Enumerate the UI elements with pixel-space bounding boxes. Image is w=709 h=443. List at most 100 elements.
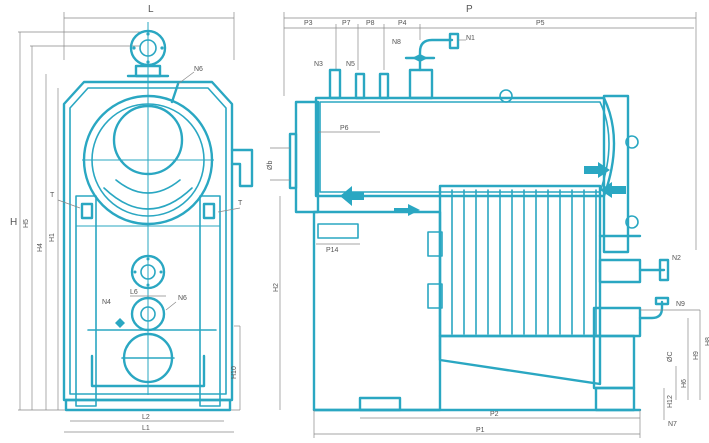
bolt-hole [146, 257, 150, 261]
p14-ledge [317, 223, 359, 239]
left-side-column [75, 195, 97, 407]
label-n8: N8 [392, 39, 401, 46]
lifting-lug [499, 89, 513, 103]
shell-inner-arc [103, 187, 193, 210]
label-n7: N7 [668, 421, 677, 428]
leader-n6 [177, 71, 195, 85]
label-h4: H4 [37, 243, 44, 252]
flow-arrow-mid [394, 204, 420, 216]
label-p1: P1 [476, 427, 485, 434]
label-n6-top: N6 [194, 66, 203, 73]
lower-body [312, 210, 442, 412]
bolt-hole [132, 46, 136, 50]
label-p14: P14 [326, 247, 339, 254]
shell-side-inner [319, 101, 610, 193]
shell-inner-arc-2 [115, 179, 181, 194]
label-l1: L1 [142, 425, 150, 432]
valve-seat [408, 68, 434, 100]
side-port [427, 231, 443, 257]
label-p5: P5 [536, 20, 545, 27]
flow-arrow-lower [600, 182, 626, 198]
bolt-hole [133, 270, 137, 274]
leader-n6-mid [165, 301, 177, 311]
hopper [438, 334, 602, 386]
flow-arrow-right [584, 162, 610, 178]
label-h1: H1 [49, 233, 56, 242]
nozzle-n5a [354, 72, 366, 100]
rear-nozzle [625, 135, 639, 149]
label-n2: N2 [672, 255, 681, 262]
label-h12: H12 [667, 395, 674, 408]
rear-nozzle [625, 215, 639, 229]
base-foot [358, 396, 402, 412]
right-sight-glass [202, 202, 216, 220]
front-casing [62, 80, 234, 402]
front-smoke-box [294, 100, 320, 214]
safety-valve-pipe [418, 38, 454, 72]
n9-manifold [592, 306, 642, 338]
exhaust-pipe [230, 148, 254, 188]
rear-header [602, 94, 630, 254]
label-h2: H2 [273, 283, 280, 292]
bolt-hole [146, 283, 150, 287]
flow-arrow-left [340, 186, 364, 206]
furnace-tube [112, 104, 184, 176]
label-n9: N9 [676, 301, 685, 308]
label-n5: N5 [346, 61, 355, 68]
nozzle-n9-pipe [638, 300, 664, 320]
label-l2: L2 [142, 414, 150, 421]
label-p6: P6 [340, 125, 349, 132]
front-base [64, 398, 232, 412]
label-p2: P2 [490, 411, 499, 418]
label-n4: N4 [102, 299, 111, 306]
burner-plate [288, 132, 298, 190]
left-sight-glass [80, 202, 94, 220]
label-h: H [10, 217, 17, 228]
nozzle-n3 [328, 68, 342, 100]
mid-flange-bore [140, 264, 156, 280]
burner-frame [90, 354, 206, 388]
lower-flange-bore [140, 306, 156, 322]
side-port [427, 283, 443, 309]
front-casing-inner [69, 87, 227, 395]
n2-manifold [598, 258, 642, 284]
valve-n1-flange [448, 32, 460, 50]
side-view: P P3 P7 P8 P4 P5 N8 N1 N3 N5 Øb [267, 4, 709, 438]
leader-t-right [217, 207, 241, 213]
label-p8: P8 [366, 20, 375, 27]
right-side-column [199, 195, 221, 407]
bolt-hole [159, 270, 163, 274]
label-t-right: T [238, 200, 243, 207]
label-phi-b: Øb [267, 161, 274, 170]
label-p: P [466, 4, 473, 15]
label-l6: L6 [130, 289, 138, 296]
base-foot [594, 386, 636, 412]
label-p7: P7 [342, 20, 351, 27]
nozzle-n5b [378, 72, 390, 100]
bolt-hole [160, 46, 164, 50]
label-h10: H10 [231, 366, 238, 379]
nozzle-n9-flange [654, 296, 670, 306]
label-t-left: T [50, 192, 55, 199]
label-h6: H6 [681, 379, 688, 388]
nozzle-n4-marker [115, 318, 125, 328]
nozzle-n6-top [170, 82, 180, 104]
nozzle-n2-flange [658, 258, 670, 282]
leader-t-left [57, 199, 81, 209]
label-l: L [148, 4, 154, 15]
shell-side [314, 96, 616, 198]
mid-flange [130, 254, 166, 290]
label-phi-c: ØC [667, 352, 674, 363]
label-h8: H8 [705, 337, 709, 346]
label-h9: H9 [693, 351, 700, 360]
label-n3: N3 [314, 61, 323, 68]
label-h5: H5 [23, 219, 30, 228]
label-p3: P3 [304, 20, 313, 27]
label-n6-mid: N6 [178, 295, 187, 302]
tube-bank-tubes [451, 189, 597, 335]
label-n1: N1 [466, 35, 475, 42]
front-view: L H H5 H4 H1 L2 L1 [10, 4, 254, 433]
label-p4: P4 [398, 20, 407, 27]
